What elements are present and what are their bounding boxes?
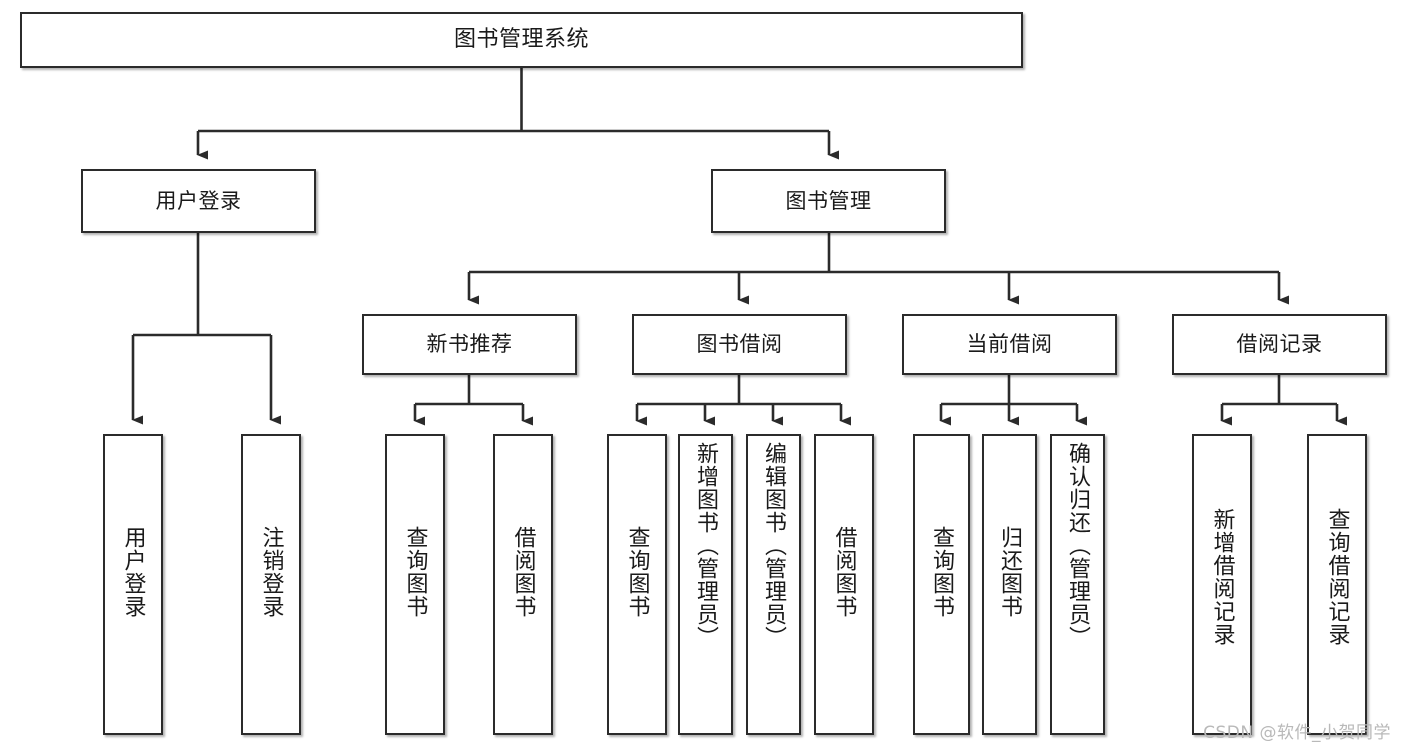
node-label: 用户登录: [155, 188, 242, 213]
node-book-borrow[interactable]: 图书借阅: [632, 314, 847, 375]
leaf-return-book[interactable]: 归还图书: [982, 434, 1037, 735]
node-label: 借阅图书: [510, 526, 536, 618]
leaf-add-book-admin[interactable]: 新增图书（管理员）: [678, 434, 733, 735]
node-label: 当前借阅: [966, 332, 1053, 357]
leaf-query-book-current[interactable]: 查询图书: [913, 434, 970, 735]
node-label: 图书管理系统: [453, 27, 589, 53]
node-root-book-management-system[interactable]: 图书管理系统: [20, 12, 1023, 68]
node-label: 用户登录: [120, 526, 146, 618]
leaf-add-borrow-record[interactable]: 新增借阅记录: [1192, 434, 1252, 735]
node-current-borrow[interactable]: 当前借阅: [902, 314, 1117, 375]
node-new-book-recommend[interactable]: 新书推荐: [362, 314, 577, 375]
node-label: 编辑图书（管理员）: [761, 442, 787, 649]
node-borrow-record[interactable]: 借阅记录: [1172, 314, 1387, 375]
node-user-login[interactable]: 用户登录: [81, 169, 316, 233]
node-label: 图书管理: [785, 188, 872, 213]
node-label: 查询图书: [402, 526, 428, 618]
leaf-query-book-borrow[interactable]: 查询图书: [607, 434, 667, 735]
node-label: 借阅记录: [1236, 332, 1323, 357]
leaf-borrow-book-recommend[interactable]: 借阅图书: [493, 434, 553, 735]
node-label: 查询图书: [929, 526, 955, 618]
node-book-management[interactable]: 图书管理: [711, 169, 946, 233]
leaf-edit-book-admin[interactable]: 编辑图书（管理员）: [746, 434, 801, 735]
leaf-user-logout[interactable]: 注销登录: [241, 434, 301, 735]
node-label: 借阅图书: [831, 526, 857, 618]
leaf-borrow-book-borrow[interactable]: 借阅图书: [814, 434, 874, 735]
node-label: 图书借阅: [696, 332, 783, 357]
leaf-query-borrow-record[interactable]: 查询借阅记录: [1307, 434, 1367, 735]
node-label: 查询借阅记录: [1324, 508, 1350, 646]
node-label: 归还图书: [997, 526, 1023, 618]
node-label: 新书推荐: [426, 332, 513, 357]
node-label: 新增图书（管理员）: [693, 442, 719, 649]
node-label: 注销登录: [258, 526, 284, 618]
leaf-query-book-recommend[interactable]: 查询图书: [385, 434, 445, 735]
leaf-confirm-return-admin[interactable]: 确认归还（管理员）: [1050, 434, 1105, 735]
node-label: 查询图书: [624, 526, 650, 618]
leaf-user-login[interactable]: 用户登录: [103, 434, 163, 735]
node-label: 确认归还（管理员）: [1065, 442, 1091, 649]
csdn-watermark: CSDN @软件_小贺同学: [1203, 723, 1391, 743]
node-label: 新增借阅记录: [1209, 508, 1235, 646]
